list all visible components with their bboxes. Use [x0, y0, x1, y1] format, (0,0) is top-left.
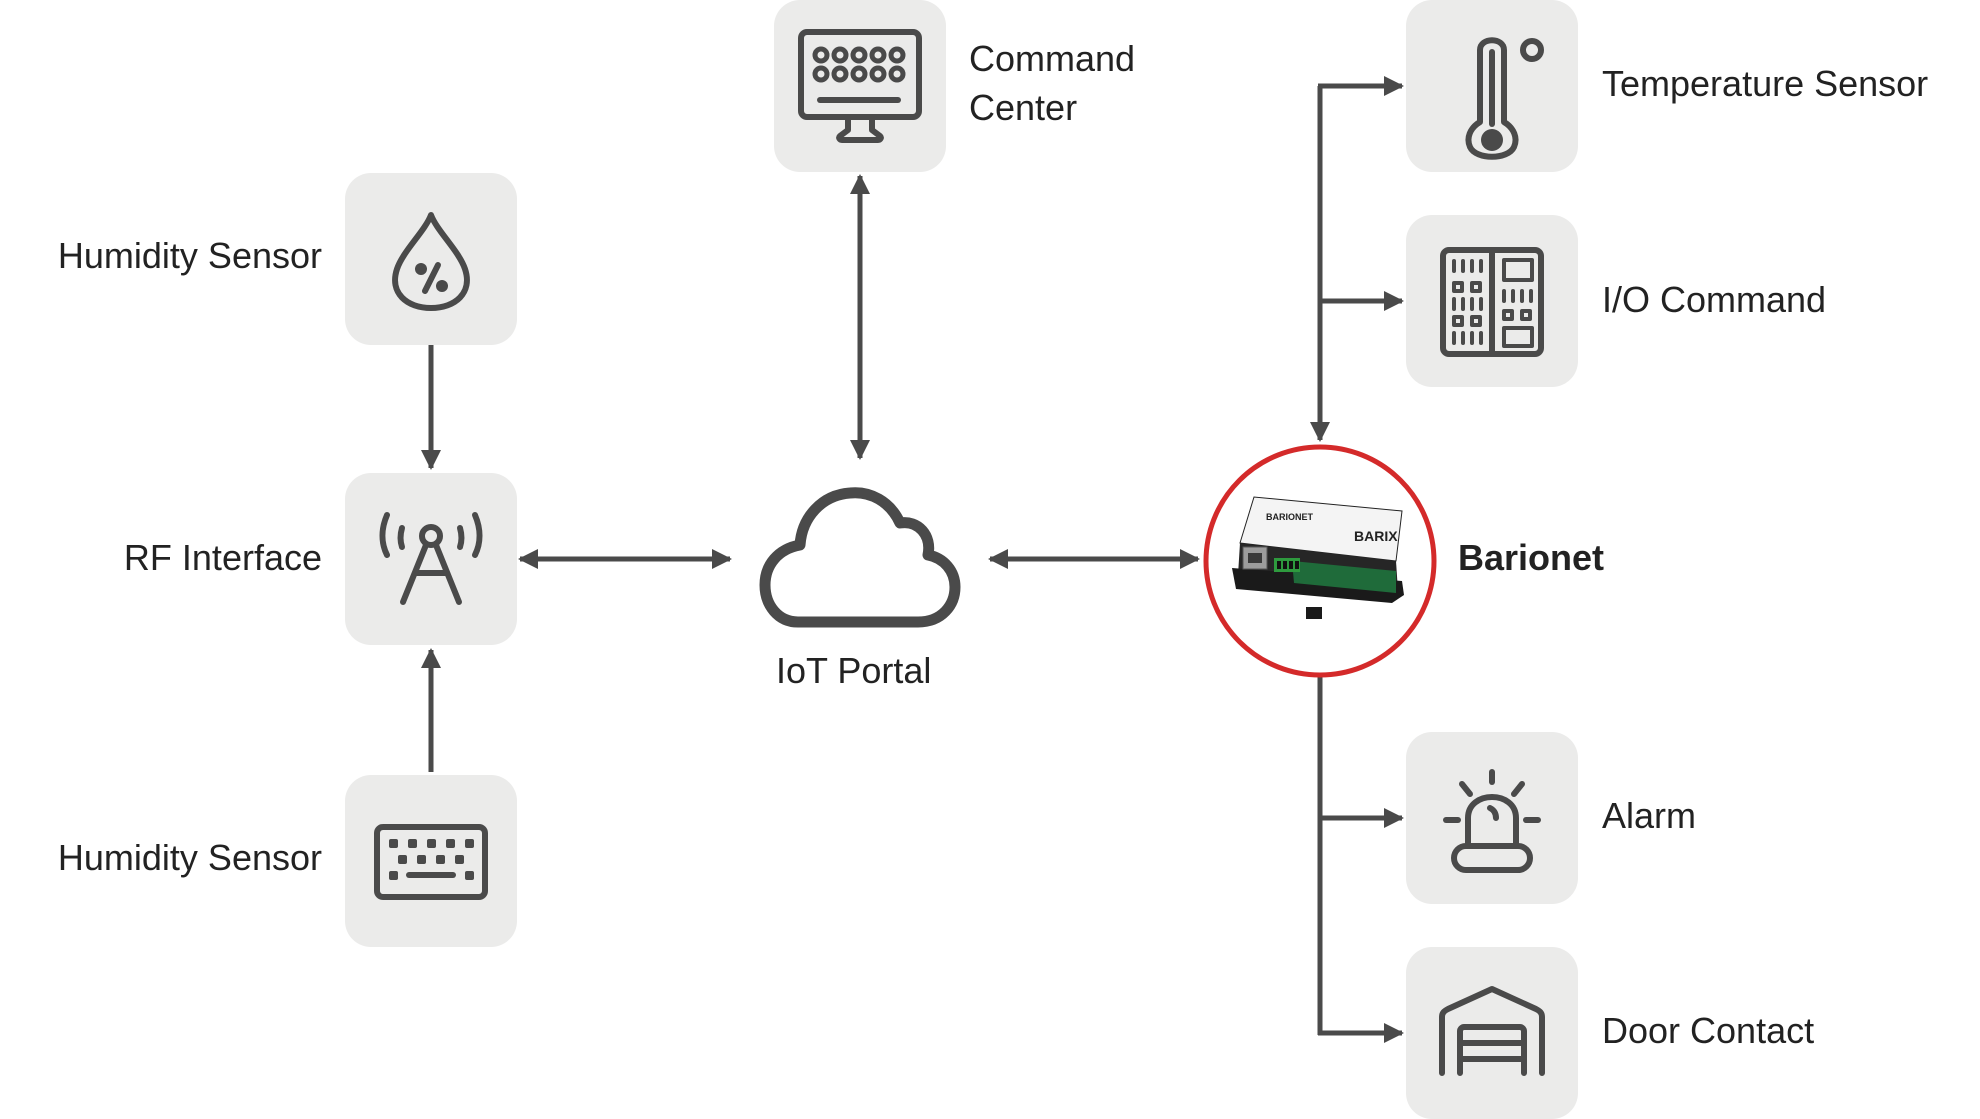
io-command-node[interactable]: [1406, 215, 1578, 387]
barionet-label: Barionet: [1458, 537, 1605, 578]
thermometer-icon: [1465, 37, 1544, 160]
iot-portal-node[interactable]: [758, 485, 962, 631]
command-center-node[interactable]: [774, 0, 946, 172]
radio-tower-icon: [379, 512, 483, 605]
garage-door-icon: [1439, 986, 1545, 1076]
barionet-node[interactable]: BARIONET BARIX: [1202, 443, 1438, 679]
iot-portal-label: IoT Portal: [776, 650, 932, 691]
humidity-sensor-top-label: Humidity Sensor: [57, 235, 322, 276]
barionet-device-icon: BARIONET BARIX: [1203, 444, 1437, 678]
monitor-keypad-icon: [798, 29, 922, 143]
door-contact-node[interactable]: [1406, 947, 1578, 1119]
alarm-label: Alarm: [1602, 795, 1697, 836]
rf-interface-node[interactable]: [345, 473, 517, 645]
keyboard-icon: [374, 824, 488, 900]
siren-icon: [1443, 769, 1541, 873]
alarm-node[interactable]: [1406, 732, 1578, 904]
humidity-sensor-bottom-node[interactable]: [345, 775, 517, 947]
temperature-sensor-label: Temperature Sensor: [1602, 63, 1929, 104]
command-center-label-line1: Command: [969, 38, 1136, 79]
humidity-drop-icon: [392, 212, 470, 311]
device-brand-text: BARIX: [1354, 528, 1398, 544]
io-command-label: I/O Command: [1602, 279, 1827, 320]
rf-interface-label: RF Interface: [123, 537, 322, 578]
cloud-icon: [759, 487, 961, 628]
humidity-sensor-bottom-label: Humidity Sensor: [57, 837, 322, 878]
temperature-sensor-node[interactable]: [1406, 0, 1578, 172]
control-panel-icon: [1440, 247, 1544, 357]
device-model-text: BARIONET: [1266, 512, 1314, 522]
command-center-label-line2: Center: [969, 87, 1078, 128]
door-contact-label: Door Contact: [1602, 1010, 1815, 1051]
humidity-sensor-top-node[interactable]: [345, 173, 517, 345]
